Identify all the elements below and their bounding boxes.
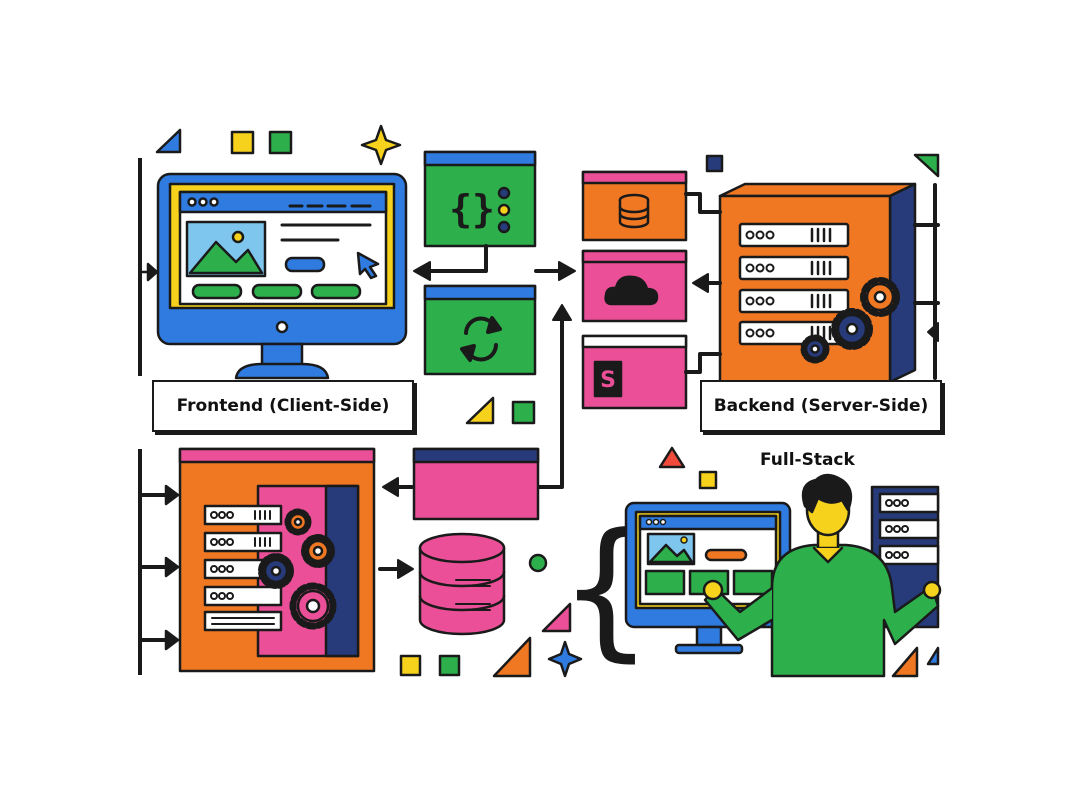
blue-sparkle-icon — [547, 640, 583, 678]
cursor-icon — [356, 251, 380, 280]
gear-icon — [258, 553, 294, 589]
gear-icon — [284, 508, 312, 536]
frontend-label: Frontend (Client-Side) — [152, 380, 414, 432]
yellow-sparkle-icon — [360, 124, 402, 166]
gear-icon — [289, 582, 337, 630]
left-edge-connectors — [138, 158, 180, 675]
refresh-icon — [460, 316, 502, 362]
cloud-window — [581, 249, 688, 323]
center-connectors — [378, 244, 576, 579]
navy-square-shape — [705, 154, 724, 173]
blue-corner-triangle-shape — [926, 646, 940, 666]
database-window — [581, 170, 688, 242]
frontend-label-text: Frontend (Client-Side) — [176, 396, 390, 416]
gear-icon — [301, 534, 335, 568]
backend-label: Backend (Server-Side) — [700, 380, 942, 432]
red-triangle-shape — [658, 446, 686, 469]
pink-triangle-shape — [541, 602, 572, 633]
yellow-small-square-shape — [698, 470, 718, 490]
frontend-monitor — [156, 172, 408, 380]
code-braces-icon: {} — [449, 187, 495, 231]
database-icon — [618, 193, 650, 229]
s-app-icon — [593, 360, 623, 398]
yellow-bottom-square-shape — [399, 654, 422, 677]
blue-triangle-shape — [155, 128, 182, 154]
orange-corner-triangle-shape — [891, 646, 919, 678]
cloud-icon — [604, 275, 659, 306]
developer-person-icon — [702, 473, 942, 678]
fullstack-monitor — [624, 501, 792, 655]
orange-triangle-shape — [492, 636, 532, 678]
gear-icon — [860, 277, 900, 317]
green-bottom-square-shape — [438, 654, 461, 677]
gear-icon — [800, 334, 830, 364]
svg-text:S: S — [600, 368, 616, 393]
pink-panel-window — [412, 447, 540, 521]
server-window — [178, 447, 376, 673]
backend-connectors — [684, 183, 940, 380]
green-small-square-shape — [511, 400, 536, 425]
database-stack-icon — [418, 532, 506, 636]
fullstack-label: Full-Stack — [760, 450, 855, 470]
yellow-square-shape — [230, 130, 255, 155]
yellow-triangle-shape — [465, 396, 495, 425]
decorative-shapes — [155, 124, 940, 678]
backend-server-tower — [718, 182, 917, 384]
green-dot-shape — [528, 553, 548, 573]
code-window: {} — [423, 150, 537, 248]
sync-window — [423, 284, 537, 376]
green-corner-triangle-shape — [913, 153, 940, 178]
gear-icon — [831, 308, 873, 350]
button-shape — [284, 256, 326, 273]
app-window: S — [581, 334, 688, 410]
backend-label-text: Backend (Server-Side) — [713, 396, 929, 416]
green-square-shape — [268, 130, 293, 155]
